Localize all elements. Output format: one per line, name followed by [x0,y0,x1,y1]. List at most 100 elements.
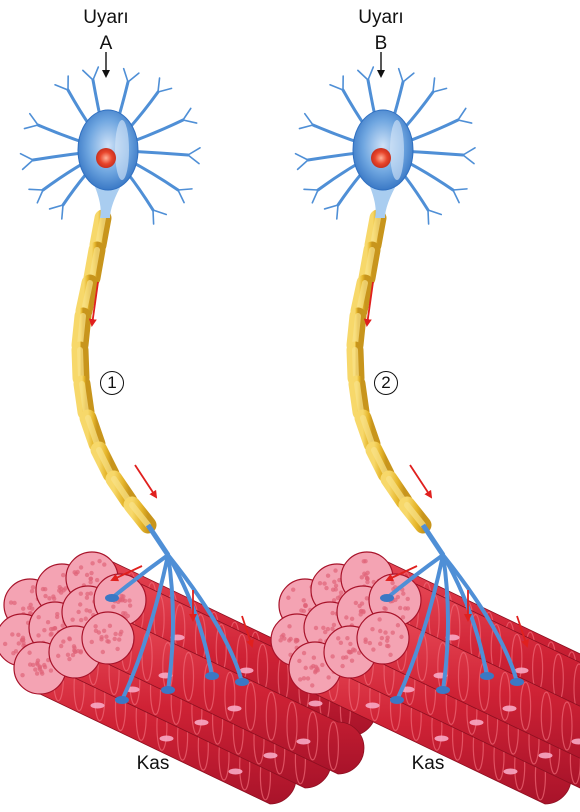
myelin-highlight [82,384,86,412]
myofibril-dot [320,663,324,667]
myofibril-dot [312,656,316,660]
dendrite-branch [188,155,199,164]
myofibril-dot [46,620,50,624]
myofibril-dot [326,627,330,631]
myofibril-dot [28,662,32,666]
impulse-arrow [410,465,431,497]
myofibril-dot [368,641,372,645]
nucleus [96,148,116,168]
myofibril-dot [302,676,306,680]
fiber-nucleus [435,736,449,742]
myofibril-dot [318,581,322,585]
dendrite-branch [433,88,447,92]
myofibril-dot [316,668,320,672]
dendrite-branch [463,148,475,155]
dendrite-branch [50,205,63,209]
myofibril-dot [72,648,76,652]
myofibril-dot [99,637,103,641]
myofibril-dot [371,647,375,651]
myofibril-dot [108,624,112,628]
myofibril-dot [403,606,407,610]
myofibril-dot [123,599,127,603]
myofibril-dot [330,611,334,615]
myofibril-dot [101,650,105,654]
cell-body-sheen [115,120,129,180]
myofibril-dot [396,623,400,627]
myofibril-dot [78,602,82,606]
myofibril-dot [385,635,389,639]
nucleus [371,148,391,168]
dendrite-branch [124,69,128,82]
myofibril-dot [14,649,18,653]
myelin-highlight [80,350,81,378]
myofibril-dot [385,644,389,648]
myofibril-dot [36,633,40,637]
myofibril-dot [27,651,31,655]
myofibril-dot [339,641,343,645]
myofibril-dot [306,676,310,680]
stimulus-letter-a: A [96,34,116,53]
myofibril-dot [20,673,24,677]
dendrite-branch [93,67,98,80]
dendrite-branch [158,88,172,92]
myofibril-dot [314,626,318,630]
dendrite-branch [183,108,191,120]
fiber-nucleus [504,769,518,775]
myofibril-dot [84,617,88,621]
myofibril-dot [333,568,337,572]
myelin-highlight [355,350,356,378]
myofibril-dot [17,641,21,645]
dendrite-branch [62,205,63,219]
myofibril-dot [89,576,93,580]
myofibril-dot [332,623,336,627]
myofibril-dot [383,630,387,634]
myofibril-dot [52,597,56,601]
fiber-nucleus [195,720,209,726]
myofibril-dot [348,650,352,654]
neuron-number-1: 1 [100,371,124,395]
dendrite-branch [23,160,33,169]
fiber-nucleus [264,753,278,759]
synaptic-bulb [390,696,404,704]
myofibril-dot [94,629,98,633]
myofibril-dot [72,644,76,648]
myofibril-dot [344,615,348,619]
myofibril-dot [383,607,387,611]
myofibril-dot [90,561,94,565]
fiber-nucleus [470,720,484,726]
myofibril-dot [399,635,403,639]
dendrite-branch [183,120,197,123]
fiber-nucleus [229,769,243,775]
myofibril-dot [127,598,131,602]
myofibril-dot [398,606,402,610]
myofibril-dot [102,562,106,566]
myofibril-dot [93,624,97,628]
myofibril-dot [336,596,340,600]
myofibril-dot [278,638,282,642]
myofibril-dot [102,629,106,633]
dendrite-branch [30,114,38,125]
fiber-nucleus [228,706,242,712]
dendrite-branch [188,148,200,155]
dendrite-branch [428,210,441,215]
myofibril-dot [128,603,132,607]
myofibril-dot [47,596,51,600]
myofibril-dot [286,596,290,600]
synaptic-bulb [115,696,129,704]
myofibril-dot [322,581,326,585]
myofibril-dot [36,615,40,619]
dendrite-branch [312,190,318,203]
dendrite-branch [37,190,43,203]
myofibril-dot [113,632,117,636]
dendrite-branch [153,210,166,215]
myofibril-dot [378,642,382,646]
fiber-nucleus [91,703,105,709]
myofibril-dot [105,639,109,643]
myofibril-dot [61,573,65,577]
myelin-highlight [357,384,361,412]
myofibril-dot [326,573,330,577]
dendrite-branch [296,154,308,160]
myofibril-dot [49,627,53,631]
muscle-label-2: Kas [403,754,453,773]
